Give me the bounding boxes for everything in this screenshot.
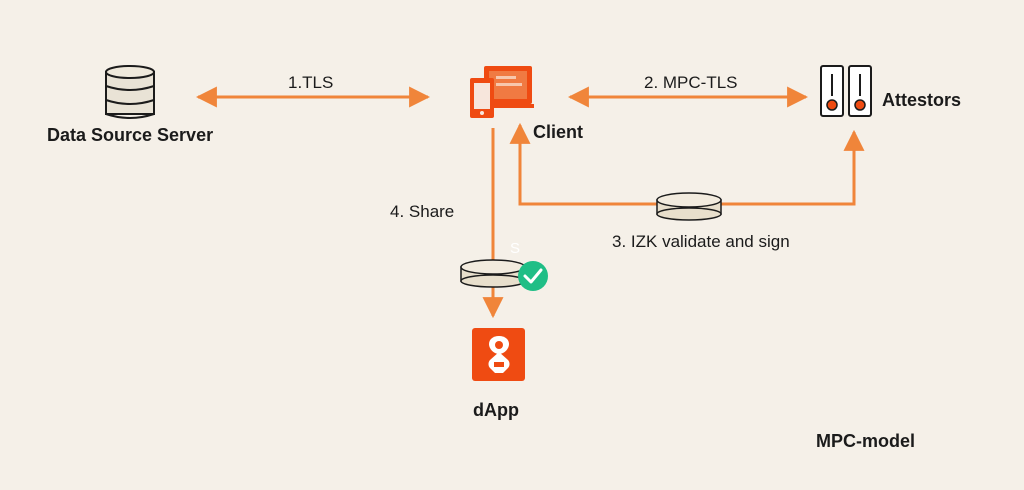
tls-label: 1.TLS xyxy=(288,73,334,92)
share-token-disc-icon xyxy=(460,259,526,288)
share-token-label: S xyxy=(510,240,521,257)
izk-label: 3. IZK validate and sign xyxy=(612,232,790,251)
model-title: MPC-model xyxy=(816,431,915,451)
client-label: Client xyxy=(533,122,584,142)
data-source-server-label: Data Source Server xyxy=(47,125,214,145)
devices-icon xyxy=(470,66,534,118)
dapp-label: dApp xyxy=(473,400,519,420)
dapp-logo-icon xyxy=(472,328,525,381)
share-label: 4. Share xyxy=(390,202,455,221)
token-disc-icon xyxy=(656,192,722,221)
mpc-tls-label: 2. MPC-TLS xyxy=(644,73,738,92)
attestors-label: Attestors xyxy=(882,90,962,110)
check-circle-icon xyxy=(518,261,548,291)
database-icon xyxy=(105,65,155,119)
server-rack-icon xyxy=(820,65,872,117)
